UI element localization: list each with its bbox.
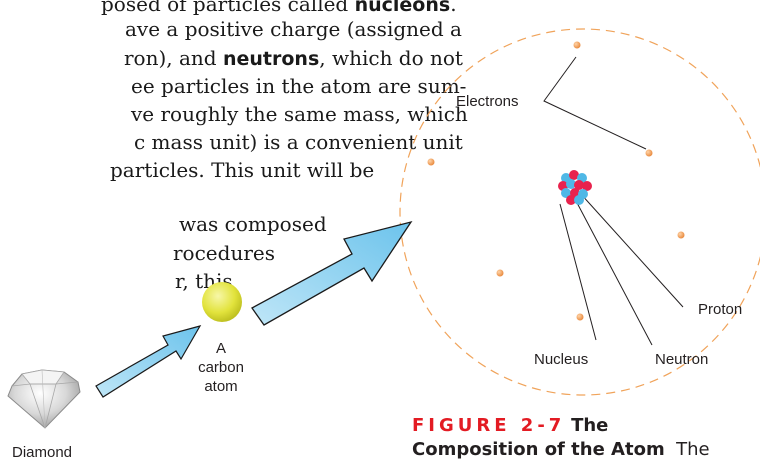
caption-text: The [676,439,709,460]
label-carbon-atom-line-1: A [216,340,226,357]
label-proton: Proton [698,301,742,318]
electrons [428,42,685,321]
label-diamond: Diamond [12,444,72,461]
diamond-icon [8,370,80,428]
label-nucleus: Nucleus [534,351,588,368]
electron-dot [428,159,435,166]
figure-number: FIGURE 2-7 [412,415,565,436]
label-carbon-atom-line-2: carbon [198,359,244,376]
label-electrons: Electrons [456,93,519,110]
leader-lines [544,57,683,345]
figure-title-start: The [571,415,608,436]
electron-dot [646,150,653,157]
figure-caption: FIGURE 2-7 The Composition of the Atom T… [412,414,760,462]
electron-dot [497,270,504,277]
figure-title: Composition of the Atom [412,439,665,460]
nucleus-cluster [558,170,592,205]
label-neutron: Neutron [655,351,708,368]
label-carbon-atom-line-3: atom [204,378,237,395]
neutron-ball [574,195,584,205]
carbon-atom-sphere [202,282,242,322]
electron-dot [577,314,584,321]
electron-dot [678,232,685,239]
arrow-diamond-to-atom [96,326,200,397]
electron-dot [574,42,581,49]
arrow-atom-to-enlarged [252,222,411,325]
electron-cloud-boundary [400,29,760,395]
